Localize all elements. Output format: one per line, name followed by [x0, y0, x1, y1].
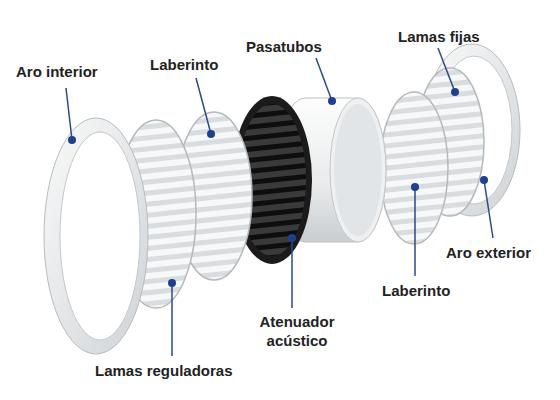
- part-label: Aro exterior: [446, 243, 531, 262]
- inner-ring: [44, 118, 148, 354]
- part-label: Laberinto: [150, 55, 218, 74]
- part-label: Aro interior: [16, 62, 98, 81]
- labyrinth-disc: [380, 92, 448, 244]
- leader-lines: [66, 48, 493, 356]
- part-label: Lamas reguladoras: [95, 361, 233, 380]
- part-label: Laberinto: [382, 281, 450, 300]
- part-label: Atenuador acústico: [247, 312, 347, 350]
- leader-dots: [68, 88, 488, 287]
- part-label: Pasatubos: [246, 37, 322, 56]
- part-label: Lamas fijas: [398, 27, 480, 46]
